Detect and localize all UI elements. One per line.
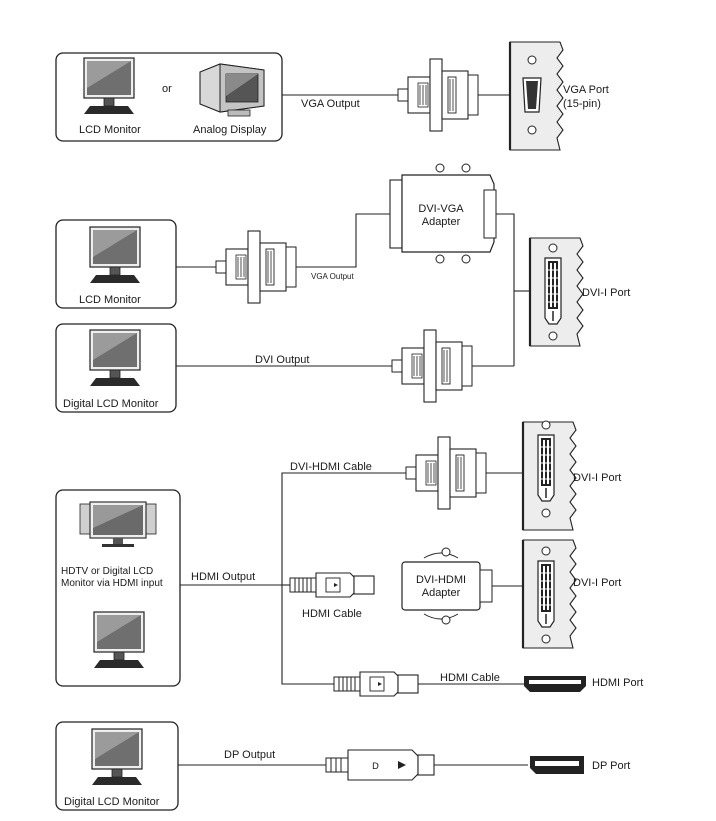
hdmi-trunk-line xyxy=(281,472,406,685)
dvi-i-port-label: DVI-I Port xyxy=(582,287,630,299)
vga-output-label-2: VGA Output xyxy=(311,272,354,281)
device-box-hdtv xyxy=(55,489,181,687)
dvi-vga-adapter-icon xyxy=(389,163,497,264)
digital-lcd-monitor-label: Digital LCD Monitor xyxy=(63,398,159,410)
hdmi-cable-label-2: HDMI Cable xyxy=(440,672,500,684)
dvi-hdmi-adapter-icon xyxy=(401,547,493,625)
section-hdmi: HDTV or Digital LCD Monitor via HDMI inp… xyxy=(55,420,643,697)
hdmi-cable-plug-icon-2 xyxy=(333,671,419,697)
analog-display-label: Analog Display xyxy=(193,124,267,136)
section-vga: or LCD Monitor Analog Display VGA Output… xyxy=(55,40,609,152)
dvi-connector-icon xyxy=(391,329,473,403)
vga-port-pins-label: (15-pin) xyxy=(563,98,601,110)
dvi-output-label: DVI Output xyxy=(255,354,309,366)
dp-output-label: DP Output xyxy=(224,749,275,761)
section-dp: Digital LCD Monitor DP Output D DP Port xyxy=(55,721,630,811)
hdmi-output-label: HDMI Output xyxy=(191,571,255,583)
dp-port-label: DP Port xyxy=(592,760,630,772)
hdmi-port-icon xyxy=(524,676,586,692)
svg-text:D: D xyxy=(372,762,379,772)
dvi-i-port-label-3: DVI-I Port xyxy=(573,577,621,589)
dp-plug-icon: D xyxy=(325,749,435,781)
dvi-hdmi-cable-connector-icon xyxy=(405,436,487,510)
vga-port-icon xyxy=(522,55,542,135)
hdmi-cable-label: HDMI Cable xyxy=(302,608,362,620)
dvi-i-port-label-2: DVI-I Port xyxy=(573,472,621,484)
digital-lcd-monitor-label-2: Digital LCD Monitor xyxy=(64,796,160,808)
or-label: or xyxy=(162,83,172,95)
dvi-vga-adapter-label-2: Adapter xyxy=(422,216,461,228)
hdtv-label-1: HDTV or Digital LCD xyxy=(61,566,153,577)
lcd-monitor-label: LCD Monitor xyxy=(79,124,141,136)
hdmi-cable-plug-icon xyxy=(289,572,375,598)
dvi-hdmi-adapter-label-1: DVI-HDMI xyxy=(416,574,466,586)
hdtv-label-2: Monitor via HDMI input xyxy=(61,578,163,589)
lcd-monitor-label-2: LCD Monitor xyxy=(79,294,141,306)
dvi-vga-adapter-label-1: DVI-VGA xyxy=(418,203,464,215)
dvi-hdmi-cable-label: DVI-HDMI Cable xyxy=(290,461,372,473)
vga-cable-connector-icon xyxy=(215,230,297,304)
dvi-hdmi-adapter-label-2: Adapter xyxy=(422,587,461,599)
vga-output-label: VGA Output xyxy=(301,98,360,110)
hdmi-port-label: HDMI Port xyxy=(592,677,643,689)
dp-port-icon xyxy=(530,756,584,774)
vga-connector-icon xyxy=(397,58,479,132)
vga-port-label: VGA Port xyxy=(563,84,609,96)
section-dvi: LCD Monitor VGA Output DVI-VGA Adapter D… xyxy=(55,163,630,413)
